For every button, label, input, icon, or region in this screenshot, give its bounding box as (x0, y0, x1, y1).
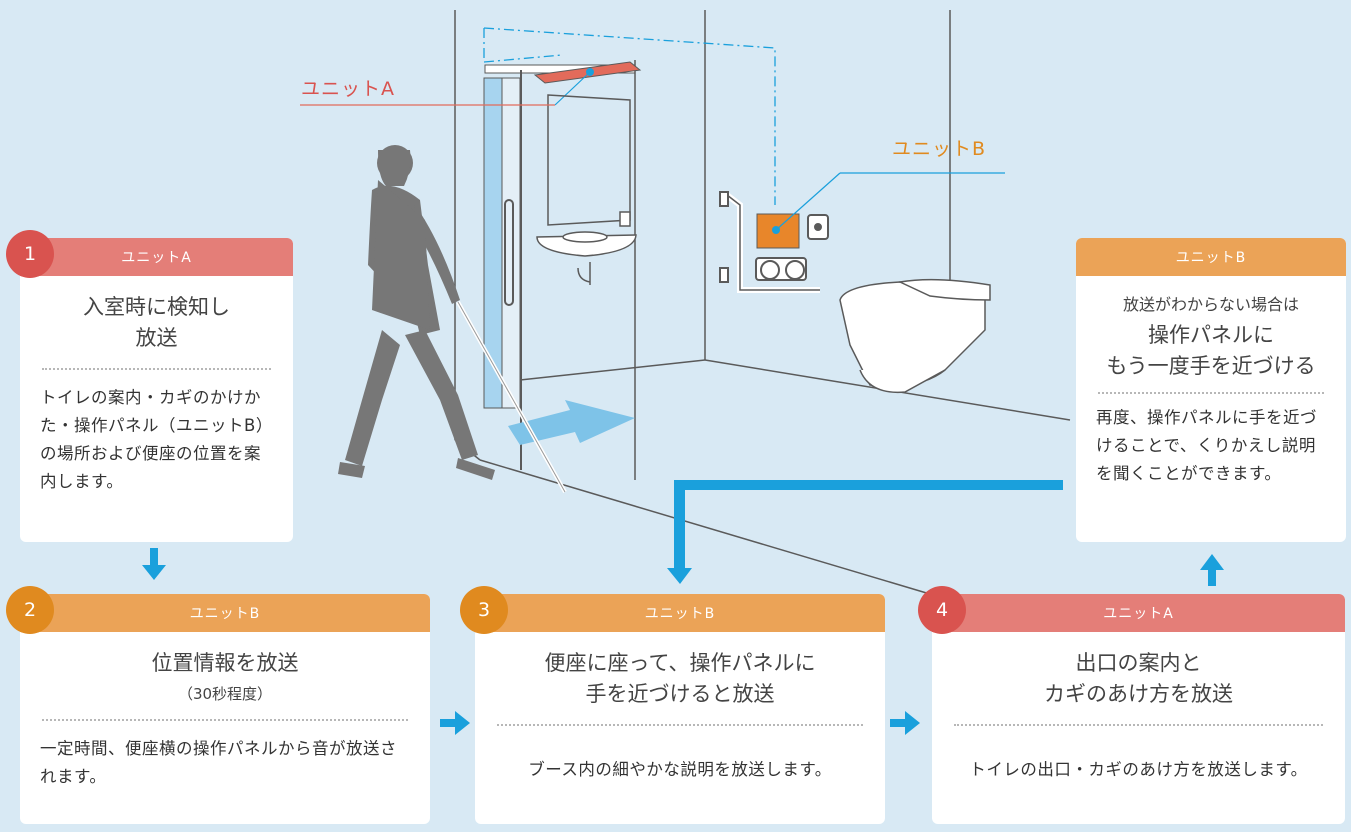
repeat-step-title-line1: 操作パネルに (1148, 323, 1274, 347)
step-4-divider (954, 724, 1323, 726)
step-2-unit-label: ユニットB (20, 594, 430, 632)
step-4-number-badge: 4 (918, 586, 966, 634)
visually-impaired-person (338, 145, 495, 480)
repeat-step-card: ユニットB 放送がわからない場合は 操作パネルに もう一度手を近づける 再度、操… (1076, 238, 1346, 542)
step-4-title-line1: 出口の案内と (1075, 651, 1202, 675)
step-2-title-sub: （30秒程度） (177, 685, 273, 703)
booth-door (483, 60, 636, 480)
step-3-title-line2: 手を近づけると放送 (585, 682, 775, 706)
step-4-title-line2: カギのあけ方を放送 (1044, 682, 1233, 706)
step-4-unit-label: ユニットA (932, 594, 1345, 632)
grab-bars (719, 191, 829, 293)
step-2-title-line1: 位置情報を放送 (151, 651, 299, 675)
unit-b-callout-label: ユニットB (892, 138, 987, 160)
toilet (839, 278, 991, 394)
step-1-unit-label: ユニットA (20, 238, 293, 276)
step-4-description: トイレの出口・カギのあけ方を放送します。 (969, 760, 1308, 779)
walk-direction-arrow (508, 400, 635, 445)
repeat-step-title-line0: 放送がわからない場合は (1122, 295, 1299, 314)
step-2-divider (42, 719, 408, 721)
white-cane-outline (457, 301, 566, 493)
step-3-number-badge: 3 (460, 586, 508, 634)
repeat-step-divider (1098, 392, 1324, 394)
sink (536, 94, 637, 285)
repeat-step-title: 放送がわからない場合は 操作パネルに もう一度手を近づける (1076, 276, 1346, 382)
unit-a-callout-label: ユニットA (301, 78, 395, 100)
unit-b-panel (756, 172, 1005, 249)
step-3-description: ブース内の細やかな説明を放送します。 (528, 760, 832, 779)
step-2-card: ユニットB 位置情報を放送 （30秒程度） 一定時間、便座横の操作パネルから音が… (20, 594, 430, 824)
step-4-card: ユニットA 出口の案内と カギのあけ方を放送 トイレの出口・カギのあけ方を放送し… (932, 594, 1345, 824)
step-1-number-badge: 1 (6, 230, 54, 278)
step-1-card: ユニットA 入室時に検知し 放送 トイレの案内・カギのかけかた・操作パネル（ユニ… (20, 238, 293, 542)
step-1-description: トイレの案内・カギのかけかた・操作パネル（ユニットB）の場所および便座の位置を案… (40, 388, 273, 491)
step-3-unit-label: ユニットB (475, 594, 885, 632)
step-3-card: ユニットB 便座に座って、操作パネルに 手を近づけると放送 ブース内の細やかな説… (475, 594, 885, 824)
step-3-divider (497, 724, 863, 726)
step-4-title: 出口の案内と カギのあけ方を放送 (932, 632, 1345, 710)
step-1-title-line2: 放送 (135, 326, 178, 350)
repeat-step-description: 再度、操作パネルに手を近づけることで、くりかえし説明を聞くことができます。 (1096, 408, 1317, 483)
repeat-step-title-line2: もう一度手を近づける (1106, 354, 1316, 378)
step-3-title-line1: 便座に座って、操作パネルに (544, 651, 816, 675)
unit-a-sensor (533, 61, 642, 106)
step-1-title-line1: 入室時に検知し (83, 295, 230, 319)
step-3-title: 便座に座って、操作パネルに 手を近づけると放送 (475, 632, 885, 710)
step-2-description: 一定時間、便座横の操作パネルから音が放送されます。 (40, 739, 397, 786)
step-1-divider (42, 368, 271, 370)
flow-arrows (142, 480, 1224, 735)
repeat-step-unit-label: ユニットB (1076, 238, 1346, 276)
step-2-title: 位置情報を放送 （30秒程度） (20, 632, 430, 705)
step-1-title: 入室時に検知し 放送 (20, 276, 293, 354)
step-2-number-badge: 2 (6, 586, 54, 634)
sensor-link-lines (483, 27, 776, 205)
